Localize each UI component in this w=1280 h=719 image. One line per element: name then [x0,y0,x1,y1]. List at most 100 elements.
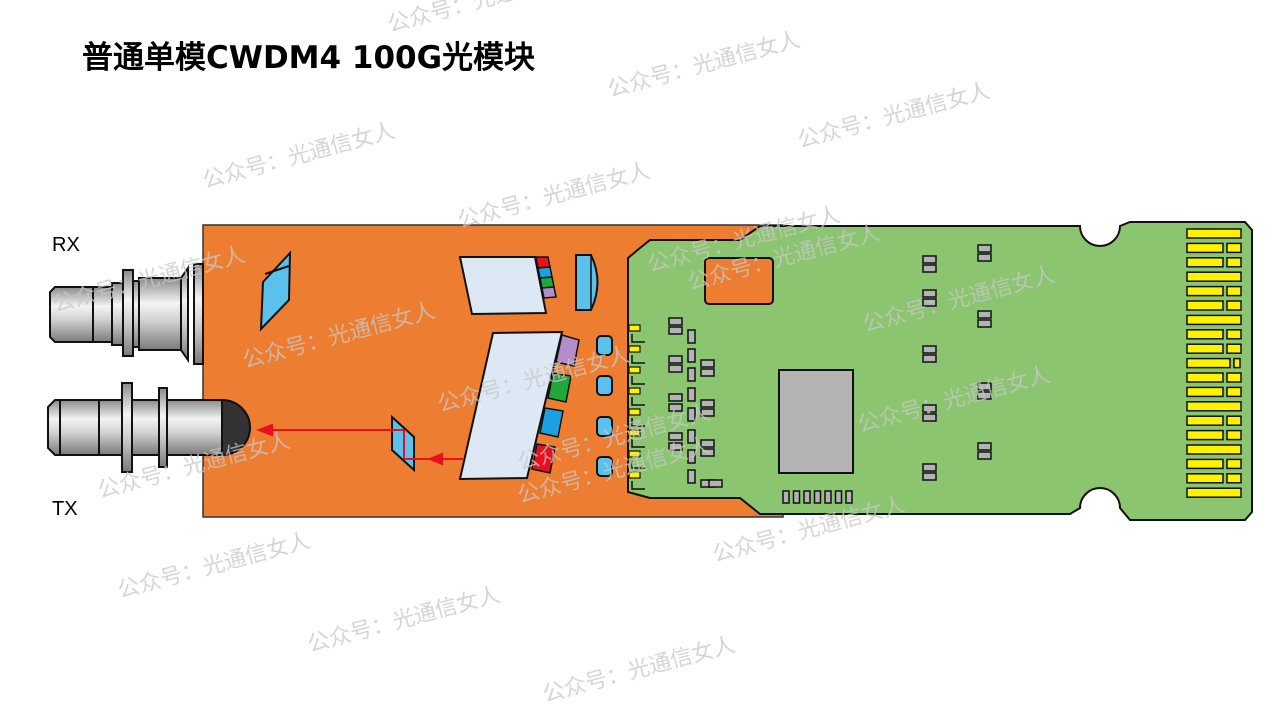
gold-finger [1186,429,1224,441]
gold-finger [1186,343,1224,354]
tx-lens-array [596,335,613,477]
smd-pad [977,244,992,253]
smd-pad [813,490,822,504]
smd-pad [922,289,937,298]
flex-traces [628,324,645,490]
smd-pad [977,391,992,400]
tx-connector [47,382,251,473]
dsp-chip [778,369,854,474]
smd-pad [824,490,832,504]
gold-finger [1186,415,1224,426]
gold-finger [1226,473,1242,484]
smd-pad [668,403,683,412]
rx-lens [575,254,599,311]
watermark-text: 公众号：光通信女人 [455,158,653,233]
smd-pad [687,407,696,422]
smd-pad [700,399,715,408]
watermark-text: 公众号：光通信女人 [795,78,993,153]
smd-pad [700,359,715,368]
smd-pad [922,472,937,481]
gold-finger [1186,487,1242,498]
flex-pad [628,408,641,416]
smd-pad [708,479,723,488]
smd-components [668,244,992,504]
watermark-text: 公众号：光通信女人 [540,632,738,707]
smd-pad [845,490,853,504]
smd-pad [668,355,683,364]
flex-trace [631,355,645,364]
flex-trace [631,334,645,343]
flex-trace [631,460,645,469]
flex-trace [631,397,645,406]
smd-pad [668,442,683,451]
gold-finger [1186,228,1242,239]
gold-finger [1226,285,1242,297]
flex-pad [628,450,641,458]
watermark-text: 公众号：光通信女人 [305,582,503,657]
smd-pad [977,253,992,262]
flex-pad [628,366,641,374]
smd-pad [687,429,696,444]
gold-finger [1186,444,1242,455]
smd-pad [687,329,696,344]
gold-finger [1186,458,1224,470]
tx-mux-block [458,330,564,481]
watermark-text: 公众号：光通信女人 [605,27,803,102]
pcb-cutout [704,257,774,305]
watermark-text: 公众号：光通信女人 [200,118,398,193]
smd-pad [922,463,937,472]
gold-finger [1186,386,1224,398]
watermark-text: 公众号：光通信女人 [385,0,583,38]
gold-fingers [1186,228,1242,498]
smd-pad [922,354,937,363]
smd-pad [977,310,992,319]
gold-finger [1226,343,1242,354]
gold-finger [1226,372,1242,383]
smd-pad [977,319,992,328]
gold-finger [1186,300,1224,311]
smd-pad [687,367,696,382]
flex-trace [631,481,645,490]
gold-finger [1186,473,1224,484]
gold-finger [1186,242,1224,254]
gold-finger [1226,458,1242,470]
smd-pad [922,264,937,273]
smd-pad [803,490,811,504]
gold-finger [1186,271,1242,282]
smd-pad [977,442,992,451]
flex-pad [628,387,641,395]
smd-pad [922,255,937,264]
gold-finger [1226,300,1242,311]
smd-pad [668,432,683,441]
smd-pad [668,317,683,326]
tx-label: TX [52,498,78,520]
gold-finger [1233,357,1241,369]
gold-finger [1186,329,1224,340]
smd-pad [687,387,696,402]
flex-trace [631,376,645,385]
gold-finger [1186,285,1224,297]
flex-pad [628,429,641,437]
gold-finger [1226,242,1242,254]
smd-pad [977,382,992,391]
gold-finger [1186,372,1224,383]
gold-finger [1226,329,1242,340]
smd-pad [687,348,696,363]
tx-lasers [531,334,580,474]
laser-beam [256,423,464,466]
rx-demux-block [458,256,548,316]
smd-pad [834,490,843,504]
smd-pad [977,451,992,460]
rx-label: RX [52,234,80,256]
flex-trace [631,418,645,427]
flex-pad [628,324,641,332]
smd-pad [668,326,683,335]
rx-photodiodes [535,256,557,299]
smd-pad [700,368,715,377]
page-title: 普通单模CWDM4 100G光模块 [82,40,536,76]
gold-finger [1226,257,1242,268]
smd-pad [700,448,715,457]
gold-finger [1226,415,1242,426]
smd-pad [922,404,937,413]
